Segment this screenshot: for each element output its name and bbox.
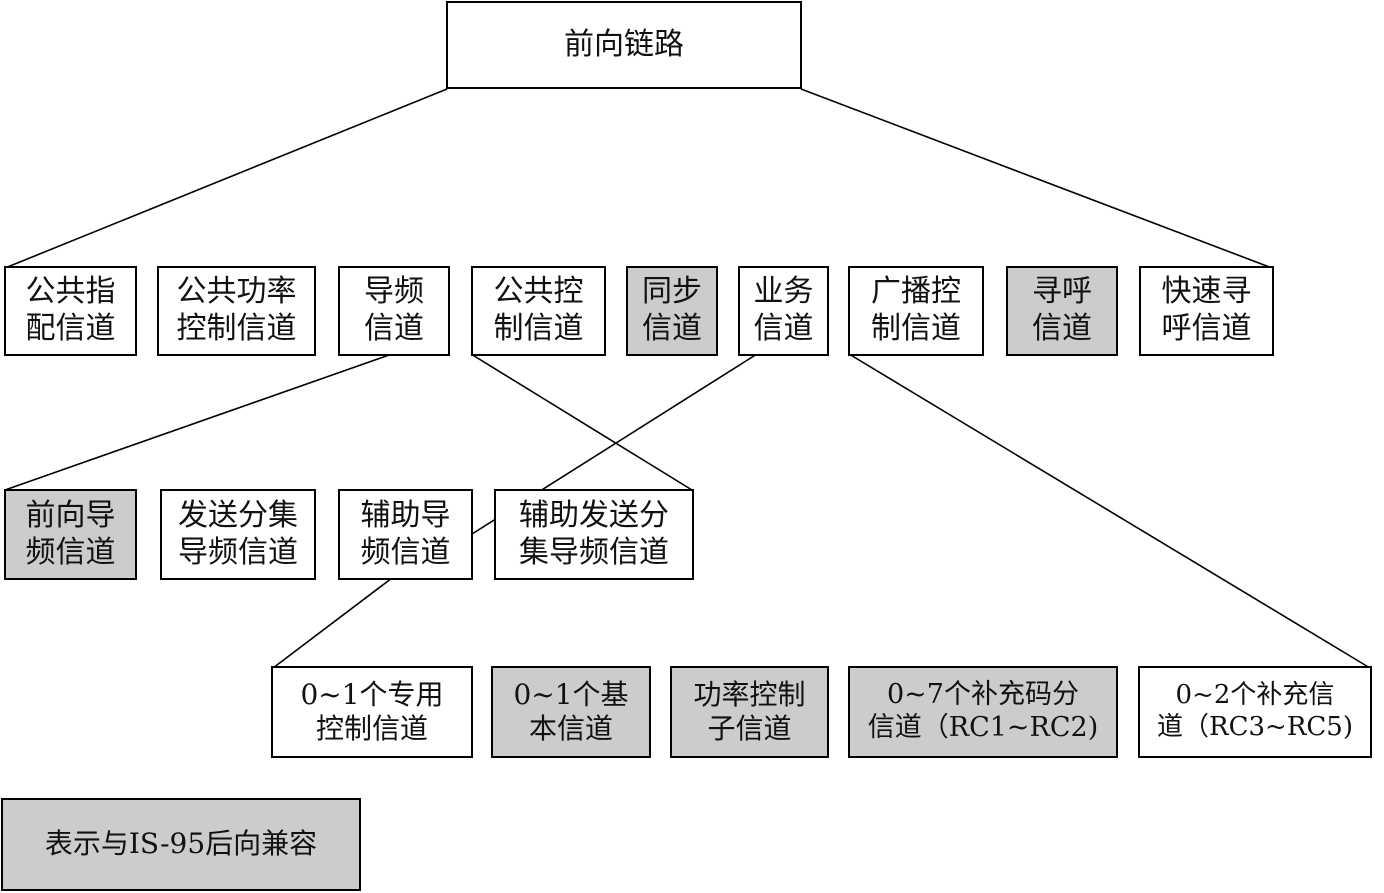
node-dedicated-control-channel: 0~1个专用 控制信道	[271, 666, 473, 758]
connector-root-right	[800, 88, 1273, 269]
node-label: 同步 信道	[642, 274, 702, 346]
node-sync-channel: 同步 信道	[626, 266, 718, 356]
node-common-power-control-channel: 公共功率 控制信道	[157, 266, 316, 356]
node-label: 辅助发送分 集导频信道	[519, 497, 669, 570]
node-label: 导频 信道	[364, 274, 424, 346]
node-broadcast-control-channel: 广播控 制信道	[848, 266, 984, 356]
node-label: 发送分集 导频信道	[178, 497, 298, 570]
node-auxiliary-transmit-diversity-pilot-channel: 辅助发送分 集导频信道	[494, 489, 694, 580]
connector-broadcast-to-level3	[848, 353, 1371, 669]
node-label: 前向导 频信道	[25, 497, 116, 570]
node-pilot-channel: 导频 信道	[338, 266, 450, 356]
node-supplemental-channel: 0~2个补充信 道（RC3~RC5)	[1138, 666, 1372, 758]
node-auxiliary-pilot-channel: 辅助导 频信道	[338, 489, 473, 580]
root-node-forward-link: 前向链路	[446, 1, 802, 89]
node-label: 公共控 制信道	[493, 274, 584, 346]
node-label: 功率控制 子信道	[693, 677, 806, 745]
node-quick-paging-channel: 快速寻 呼信道	[1139, 266, 1274, 356]
node-label: 公共功率 控制信道	[176, 274, 297, 346]
node-label: 广播控 制信道	[871, 274, 961, 346]
connector-common-control-to-level2	[470, 353, 693, 491]
node-common-control-channel: 公共控 制信道	[471, 266, 606, 356]
node-fundamental-channel: 0~1个基 本信道	[491, 666, 651, 758]
node-supplemental-code-channel: 0~7个补充码分 信道（RC1~RC2)	[848, 666, 1118, 758]
node-transmit-diversity-pilot-channel: 发送分集 导频信道	[160, 489, 316, 580]
legend-label: 表示与IS-95后向兼容	[44, 827, 318, 861]
legend-is95-compatible: 表示与IS-95后向兼容	[1, 798, 361, 891]
node-forward-pilot-channel: 前向导 频信道	[4, 489, 137, 580]
connector-pilot-to-level2	[4, 353, 393, 491]
node-label: 0~1个专用 控制信道	[300, 677, 444, 745]
node-label: 业务 信道	[753, 274, 814, 346]
connector-aux-pilot-to-level3	[272, 577, 393, 669]
node-label: 快速寻 呼信道	[1161, 274, 1252, 346]
root-node-label: 前向链路	[564, 26, 684, 62]
node-paging-channel: 寻呼 信道	[1006, 266, 1118, 356]
node-power-control-subchannel: 功率控制 子信道	[670, 666, 829, 758]
node-label: 辅助导 频信道	[360, 497, 451, 570]
node-traffic-channel: 业务 信道	[738, 266, 829, 356]
node-label: 0~7个补充码分 信道（RC1~RC2)	[867, 679, 1099, 743]
node-label: 寻呼 信道	[1032, 274, 1092, 346]
node-label: 公共指 配信道	[25, 274, 116, 346]
node-label: 0~2个补充信 道（RC3~RC5)	[1157, 680, 1353, 742]
connector-root-left	[4, 88, 448, 269]
node-common-assignment-channel: 公共指 配信道	[4, 266, 137, 356]
node-label: 0~1个基 本信道	[513, 677, 629, 745]
